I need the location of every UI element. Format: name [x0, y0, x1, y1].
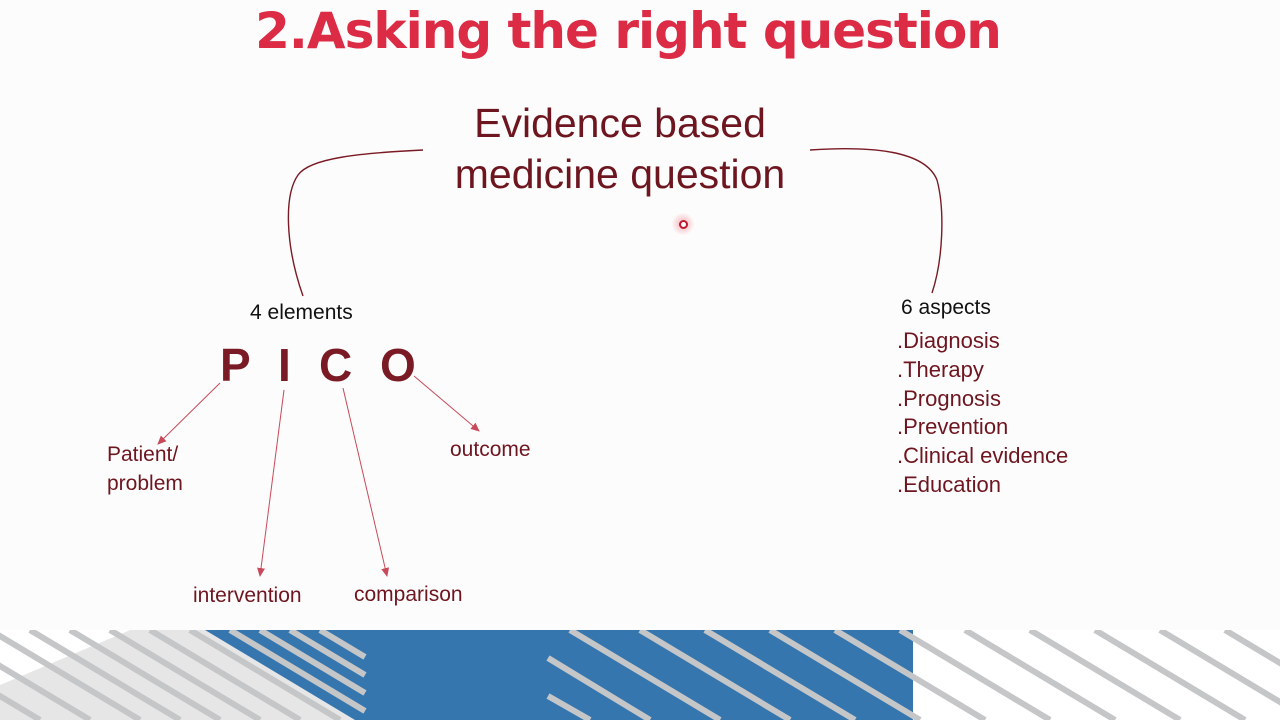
aspect-item-clinical-evidence: .Clinical evidence [897, 443, 1069, 469]
label-patient-problem: Patient/ problem [107, 440, 183, 498]
arrow-i [257, 389, 285, 577]
laser-pointer-icon [679, 220, 688, 229]
six-aspects-heading: 6 aspects [901, 296, 991, 319]
aspect-item-diagnosis: .Diagnosis [897, 328, 1000, 353]
aspects-list: .Diagnosis .Therapy .Prognosis .Preventi… [897, 327, 1068, 500]
pico-letter-o: O [380, 339, 416, 391]
right-connector-curve [809, 148, 943, 294]
arrow-o [413, 375, 480, 432]
slide-title: 2.Asking the right question [255, 2, 1002, 60]
label-comparison: comparison [354, 583, 463, 606]
left-connector-curve [287, 149, 424, 297]
four-elements-heading: 4 elements [250, 301, 353, 324]
label-intervention: intervention [193, 584, 302, 607]
central-node-line2: medicine question [454, 151, 786, 197]
aspect-item-therapy: .Therapy [897, 356, 984, 382]
pico-letter-p: P [220, 339, 251, 391]
label-patient: Patient/ [107, 443, 179, 466]
arrow-c [342, 387, 390, 577]
aspect-item-prognosis: .Prognosis [897, 385, 1001, 411]
pico-letter-c: C [319, 339, 353, 391]
central-node: Evidence based medicine question [420, 98, 820, 200]
pico-letter-i: I [278, 339, 291, 391]
label-problem: problem [107, 472, 183, 495]
label-outcome: outcome [450, 438, 531, 461]
decorative-footer-band [0, 630, 1280, 720]
arrow-p [157, 382, 221, 445]
aspect-item-education: .Education [897, 471, 1001, 497]
aspect-item-prevention: .Prevention [897, 414, 1009, 440]
central-node-line1: Evidence based [474, 100, 766, 146]
